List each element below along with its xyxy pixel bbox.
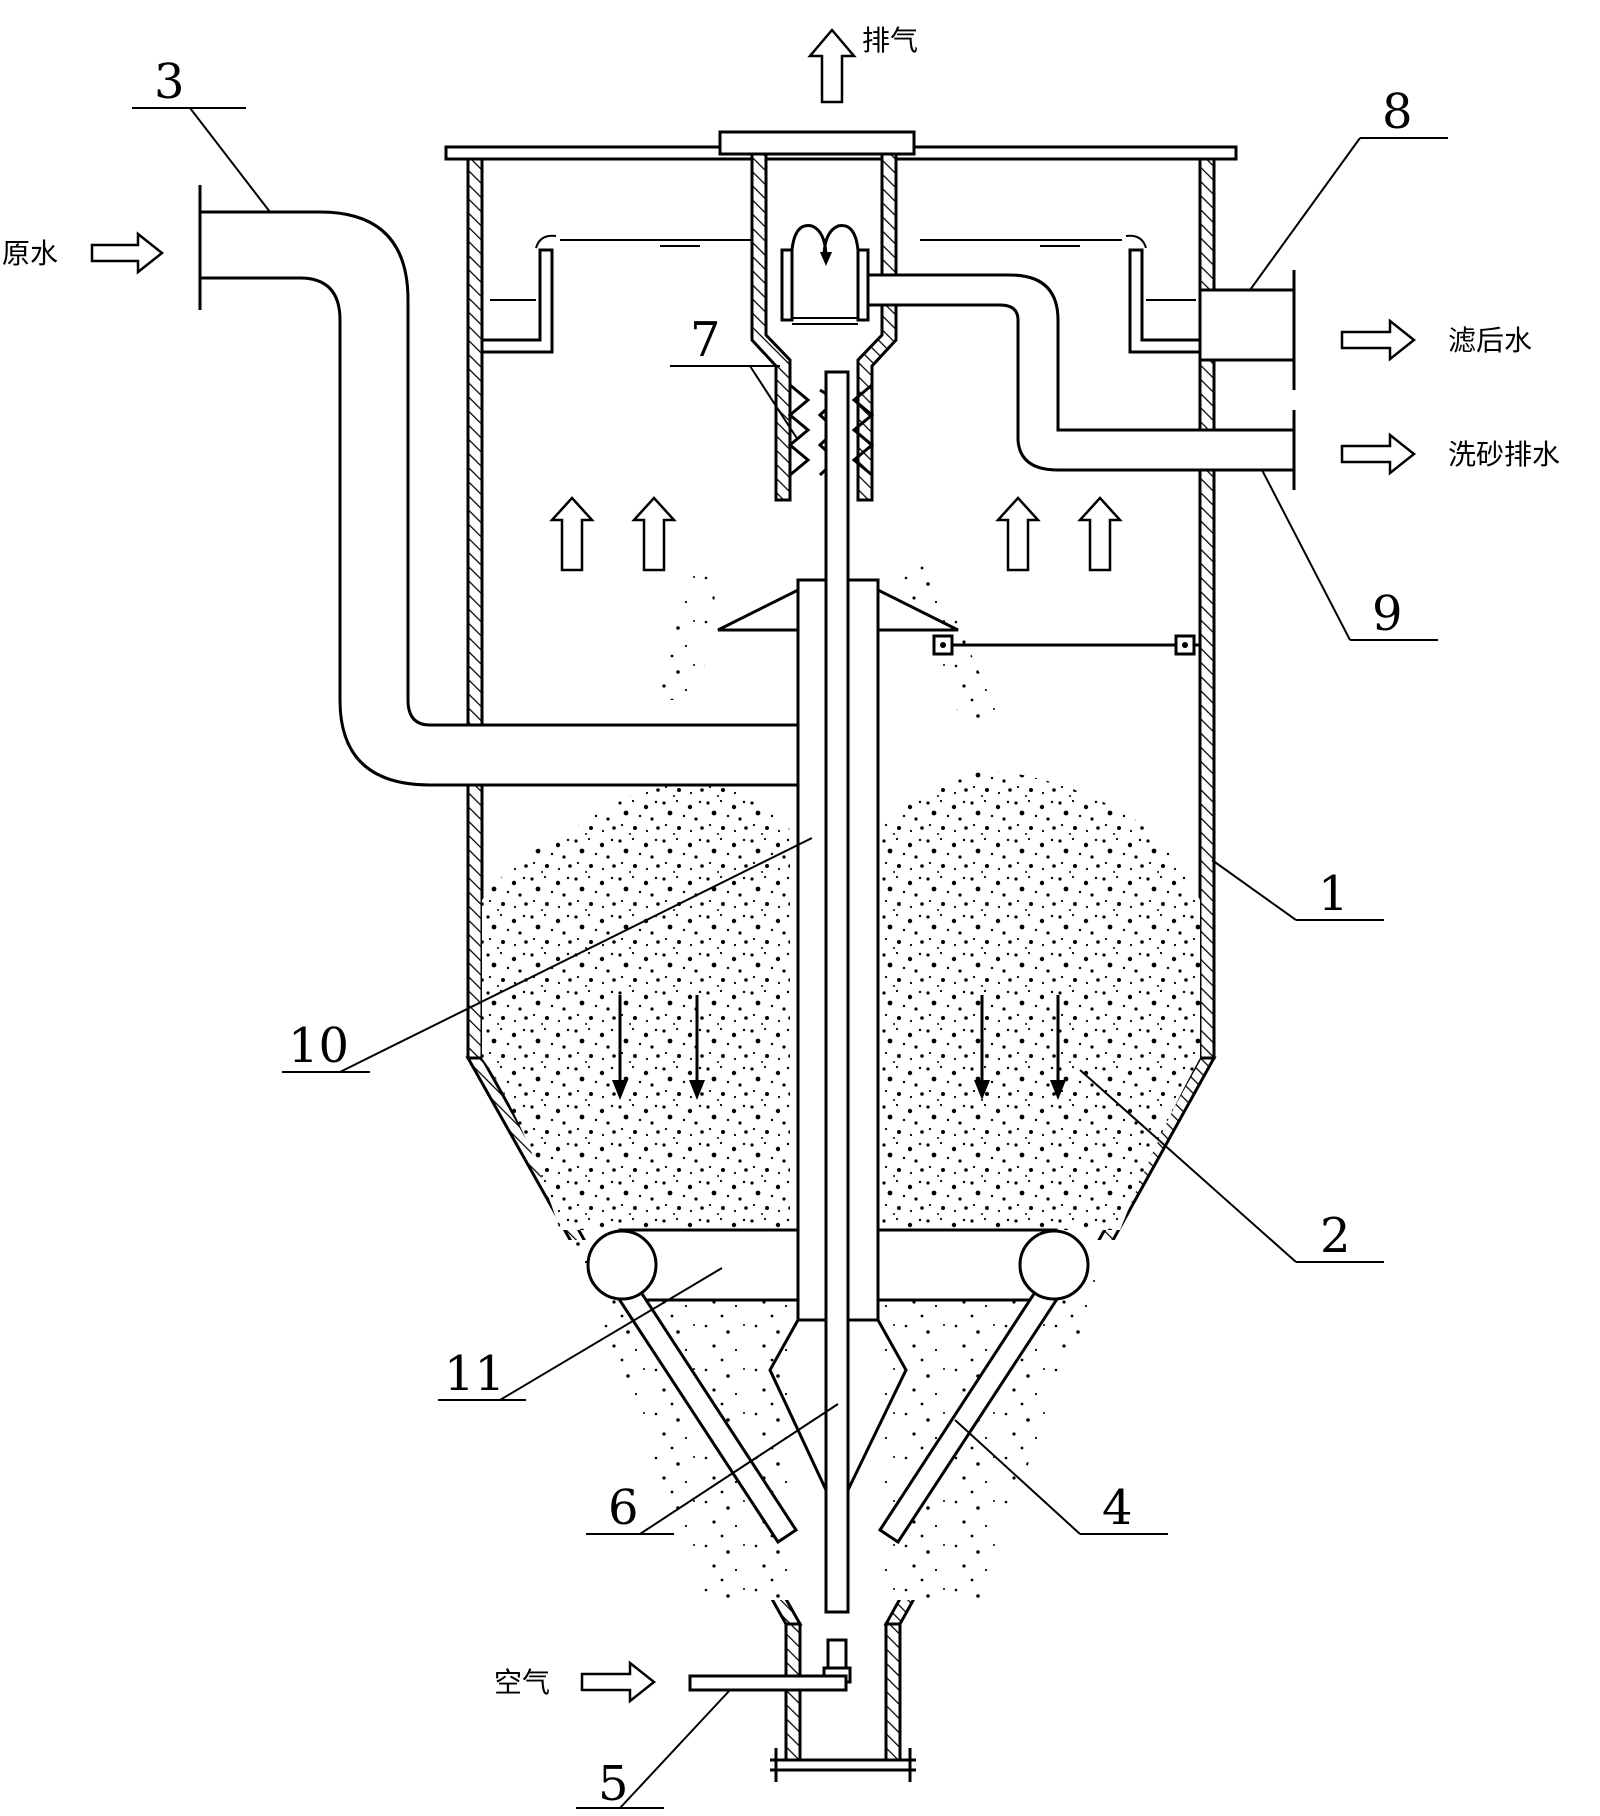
- neck-right: [884, 1622, 902, 1762]
- label-8: 8: [1382, 84, 1413, 140]
- center-pipe: [717, 370, 959, 1684]
- up-arrows: [549, 496, 1123, 572]
- wash-drain-pipe: [866, 273, 1296, 472]
- label-7: 7: [690, 312, 721, 368]
- label-11: 11: [444, 1346, 505, 1402]
- left-wall: [466, 157, 484, 1060]
- filtered-water-label: 滤后水: [1448, 324, 1532, 357]
- air-inlet: [688, 1674, 848, 1692]
- distribution-ring: [586, 1228, 1090, 1545]
- flow-arrows: [90, 28, 1417, 1704]
- air-label: 空气: [494, 1666, 550, 1699]
- neck-left: [784, 1622, 802, 1762]
- support-rod: [932, 634, 1200, 656]
- label-5: 5: [598, 1756, 629, 1812]
- sand-wash-drain-label: 洗砂排水: [1448, 438, 1560, 471]
- leader-lines: [132, 107, 1448, 1809]
- exhaust-label: 排气: [862, 24, 918, 57]
- sand-bed: [482, 560, 1200, 1600]
- exhaust-stack: [718, 130, 916, 502]
- inlet-pipe: [198, 185, 800, 787]
- down-arrows: [612, 995, 1066, 1100]
- filtered-outlet: [1198, 270, 1296, 490]
- label-10: 10: [288, 1018, 349, 1074]
- label-4: 4: [1102, 1480, 1133, 1536]
- label-9: 9: [1372, 586, 1403, 642]
- overflow-troughs: [482, 234, 1200, 354]
- label-3: 3: [154, 54, 185, 110]
- raw-water-label: 原水: [2, 237, 58, 270]
- label-2: 2: [1320, 1208, 1351, 1264]
- label-1: 1: [1318, 866, 1349, 922]
- label-6: 6: [608, 1480, 639, 1536]
